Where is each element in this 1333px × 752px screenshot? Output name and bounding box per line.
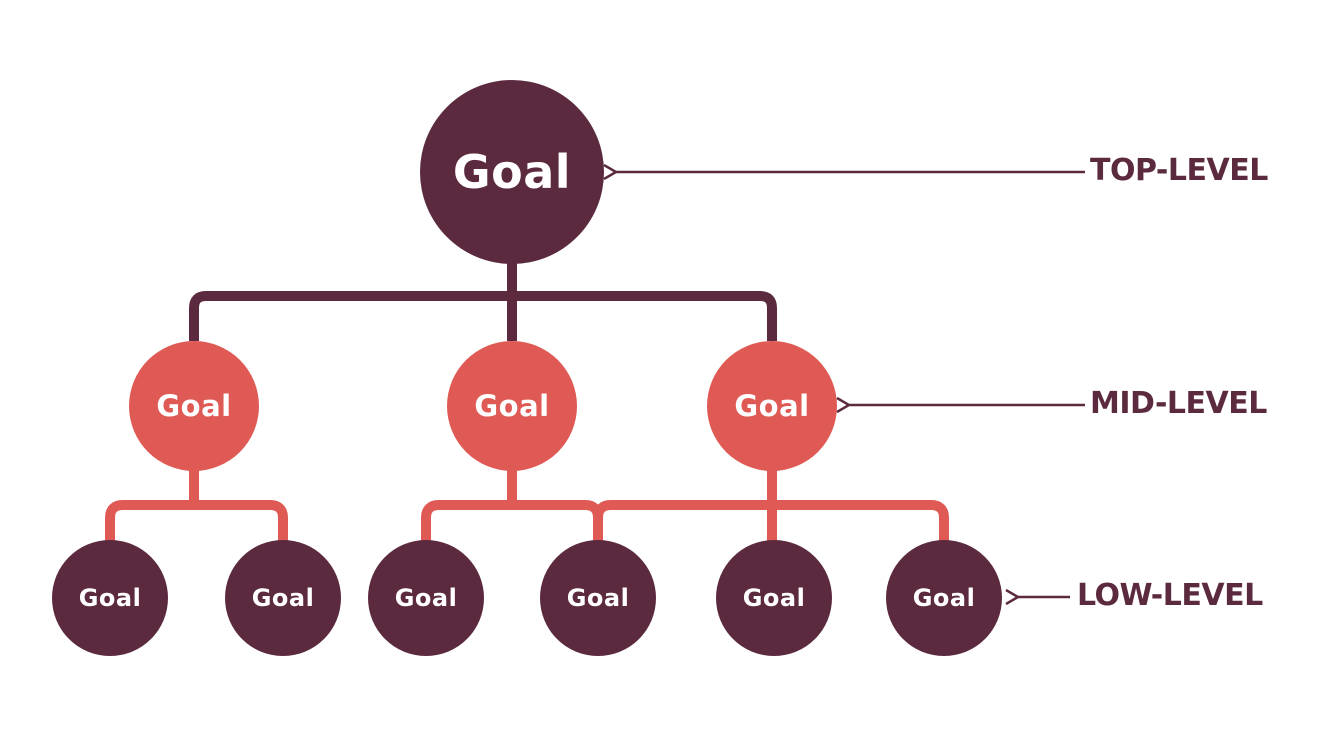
mid-connectors <box>105 468 949 542</box>
mid-level-goal-node-3: Goal <box>707 341 837 471</box>
mid2-branch <box>421 468 603 542</box>
mid1-branch <box>105 468 288 542</box>
low-level-goal-node-2: Goal <box>225 540 341 656</box>
top-level-label: TOP-LEVEL <box>1090 153 1268 188</box>
low-level-goal-node-6: Goal <box>886 540 1002 656</box>
low-level-goal-node-4: Goal <box>540 540 656 656</box>
low-level-goal-node-3: Goal <box>368 540 484 656</box>
low-level-goal-node-1: Goal <box>52 540 168 656</box>
low-level-label: LOW-LEVEL <box>1077 578 1263 613</box>
mid-level-goal-node-2: Goal <box>447 341 577 471</box>
mid-level-goal-node-1: Goal <box>129 341 259 471</box>
mid-level-label: MID-LEVEL <box>1090 386 1267 421</box>
top-level-goal-node: Goal <box>420 80 604 264</box>
top-branch-bar <box>189 291 777 341</box>
level-arrows <box>616 172 1085 597</box>
low-level-goal-node-5: Goal <box>716 540 832 656</box>
top-connectors <box>189 262 777 341</box>
mid3-branch <box>593 468 949 542</box>
